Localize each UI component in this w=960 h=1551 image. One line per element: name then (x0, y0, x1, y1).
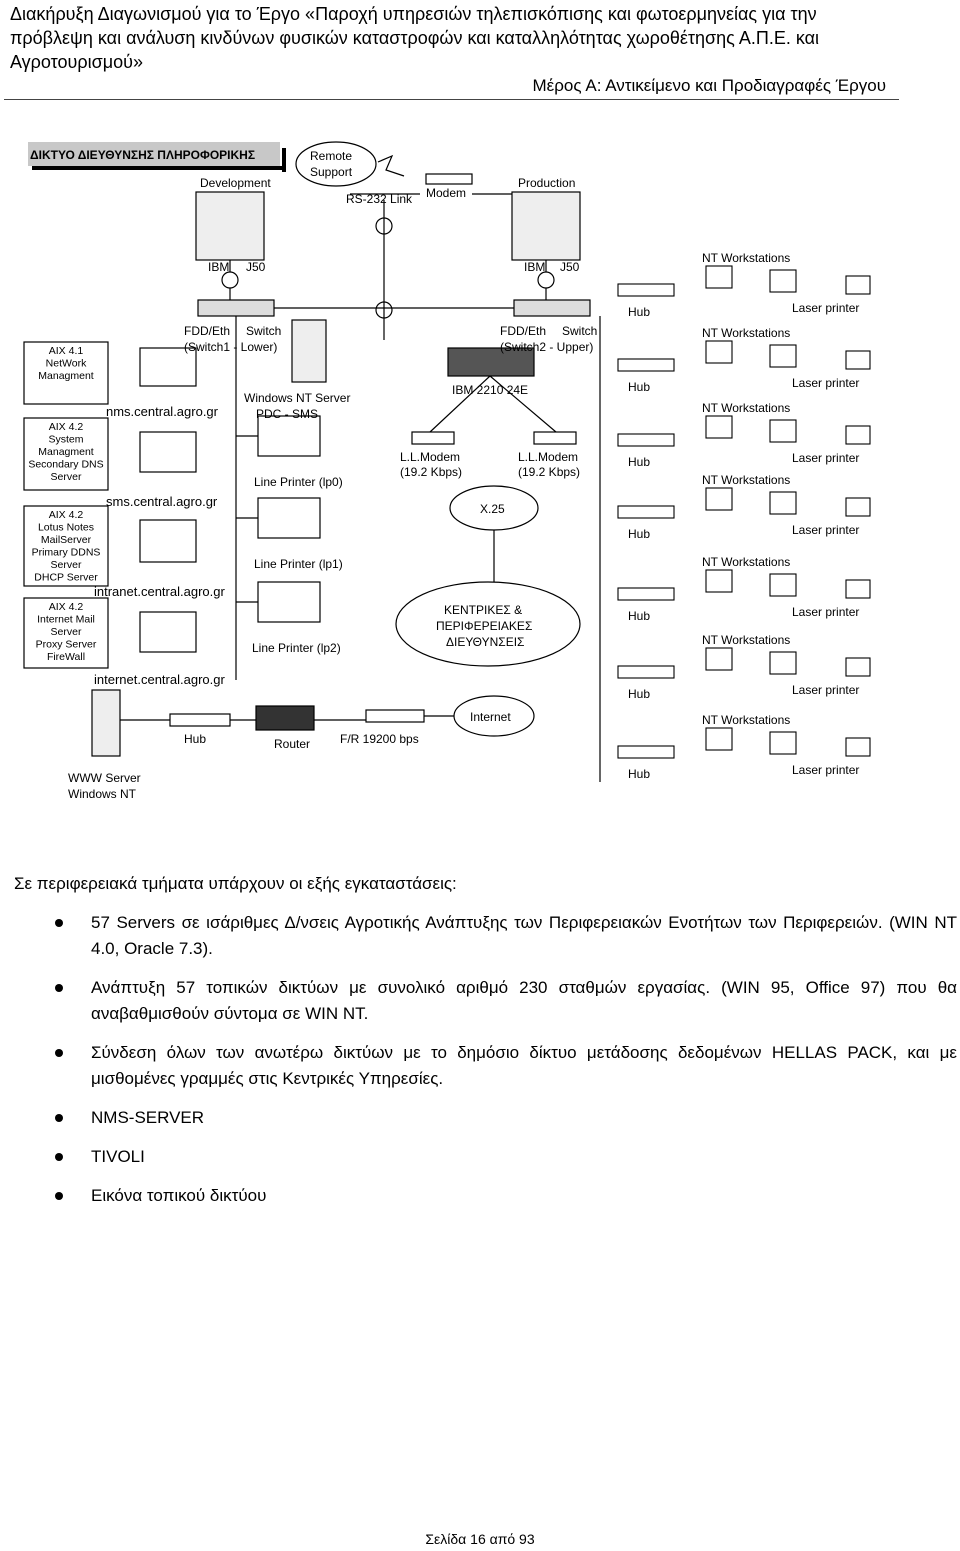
workstations-label: NT Workstations (702, 555, 790, 569)
ntserver-label-2: PDC - SMS (256, 407, 318, 421)
hub-label: Hub (628, 767, 650, 781)
list-item: Εικόνα τοπικού δικτύου (55, 1183, 957, 1209)
server-description-line: AIX 4.2 (49, 509, 84, 521)
hub-label: Hub (628, 305, 650, 319)
frame-relay-label: F/R 19200 bps (340, 732, 419, 746)
llmodem-left-label-2: (19.2 Kbps) (400, 465, 462, 479)
laser-printer-label: Laser printer (792, 451, 859, 465)
ibm-right-label: IBM (524, 260, 545, 274)
server-hostname: sms.central.agro.gr (106, 494, 218, 509)
list-item: NMS-SERVER (55, 1105, 957, 1131)
diagram-title: ΔΙΚΤΥΟ ΔΙΕΥΘΥΝΣΗΣ ΠΛΗΡΟΦΟΡΙΚΗΣ (30, 148, 255, 162)
production-label: Production (518, 176, 575, 190)
remote-support-label-1: Remote (310, 149, 352, 163)
list-item: TIVOLI (55, 1144, 957, 1170)
server-description-line: Proxy Server (36, 639, 97, 651)
llmodem-right-label-1: L.L.Modem (518, 450, 578, 464)
workstations-label: NT Workstations (702, 473, 790, 487)
x25-label: X.25 (480, 502, 505, 516)
laser-printer-label: Laser printer (792, 376, 859, 390)
workstations-label: NT Workstations (702, 326, 790, 340)
server-description-line: Lotus Notes (38, 522, 94, 534)
network-diagram: ΔΙΚΤΥΟ ΔΙΕΥΘΥΝΣΗΣ ΠΛΗΡΟΦΟΡΙΚΗΣ Remote Su… (23, 141, 871, 801)
server-description-line: AIX 4.1 (49, 345, 84, 357)
central-label-3: ΔΙΕΥΘΥΝΣΕΙΣ (446, 635, 524, 649)
switch1-label-c: (Switch1 - Lower) (184, 340, 277, 354)
server-description-line: AIX 4.2 (49, 421, 84, 433)
server-description-line: Managment (38, 370, 94, 382)
central-label-1: ΚΕΝΤΡΙΚΕΣ & (444, 603, 522, 617)
laser-printer-label: Laser printer (792, 523, 859, 537)
switch2-label-c: (Switch2 - Upper) (500, 340, 593, 354)
server-description-line: Primary DDNS (32, 547, 101, 559)
server-description-line: Managment (38, 446, 94, 458)
llmodem-left-label-1: L.L.Modem (400, 450, 460, 464)
ntserver-label-1: Windows NT Server (244, 391, 350, 405)
server-description-line: NetWork (46, 358, 87, 370)
llmodem-right-label-2: (19.2 Kbps) (518, 465, 580, 479)
hub-label: Hub (628, 687, 650, 701)
server-description-line: System (48, 434, 83, 446)
hub-label: Hub (628, 609, 650, 623)
central-label-2: ΠΕΡΙΦΕΡΕΙΑΚΕΣ (436, 619, 532, 633)
server-description-line: AIX 4.2 (49, 601, 84, 613)
server-description-line: FireWall (47, 651, 85, 663)
laser-printer-label: Laser printer (792, 301, 859, 315)
laser-printer-label: Laser printer (792, 683, 859, 697)
document-header-title: Διακήρυξη Διαγωνισμού για το Έργο «Παροχ… (10, 4, 820, 72)
workstations-label: NT Workstations (702, 713, 790, 727)
document-section-title: Μέρος Α: Αντικείμενο και Προδιαγραφές Έρ… (532, 76, 886, 95)
server-description-line: Internet Mail (37, 614, 95, 626)
switch2-label-b: Switch (562, 324, 597, 338)
server-description-line: Server (51, 626, 82, 638)
server-hostname: intranet.central.agro.gr (94, 584, 225, 599)
server-description-line: Server (51, 471, 82, 483)
list-item: Σύνδεση όλων των ανωτέρω δικτύων με το δ… (55, 1040, 957, 1092)
remote-support-label-2: Support (310, 165, 353, 179)
workstations-label: NT Workstations (702, 401, 790, 415)
workstations-label: NT Workstations (702, 633, 790, 647)
laser-printer-label: Laser printer (792, 763, 859, 777)
intro-text: Σε περιφερειακά τμήματα υπάρχουν οι εξής… (14, 874, 457, 893)
www-server-label-1: WWW Server (68, 771, 141, 785)
lp0-label: Line Printer (lp0) (254, 475, 343, 489)
server-hostname: internet.central.agro.gr (94, 672, 225, 687)
hub-label: Hub (628, 527, 650, 541)
bottom-hub-label: Hub (184, 732, 206, 746)
list-item: 57 Servers σε ισάριθμες Δ/νσεις Αγροτική… (55, 910, 957, 962)
hub-label: Hub (628, 455, 650, 469)
router-label: Router (274, 737, 310, 751)
bullet-list: 57 Servers σε ισάριθμες Δ/νσεις Αγροτική… (55, 910, 957, 1222)
header-divider (4, 99, 899, 100)
modem-label: Modem (426, 186, 466, 200)
workstations-label: NT Workstations (702, 251, 790, 265)
hub-label: Hub (628, 380, 650, 394)
server-description-line: Server (51, 559, 82, 571)
ibm-left-label: IBM (208, 260, 229, 274)
development-label: Development (200, 176, 271, 190)
lp1-label: Line Printer (lp1) (254, 557, 343, 571)
server-description-line: MailServer (41, 534, 92, 546)
lp2-label: Line Printer (lp2) (252, 641, 341, 655)
j50-right-label: J50 (560, 260, 580, 274)
switch1-label-b: Switch (246, 324, 281, 338)
ibm2210-label: IBM 2210 24E (452, 383, 528, 397)
server-description-line: Secondary DNS (28, 459, 103, 471)
switch2-label-a: FDD/Eth (500, 324, 546, 338)
internet-label: Internet (470, 710, 511, 724)
laser-printer-label: Laser printer (792, 605, 859, 619)
list-item: Ανάπτυξη 57 τοπικών δικτύων με συνολικό … (55, 975, 957, 1027)
server-description-line: DHCP Server (34, 572, 98, 584)
switch1-label-a: FDD/Eth (184, 324, 230, 338)
rs232-label: RS-232 Link (346, 192, 413, 206)
www-server-label-2: Windows NT (68, 787, 137, 801)
j50-left-label: J50 (246, 260, 266, 274)
server-hostname: nms.central.agro.gr (106, 404, 219, 419)
page-number: Σελίδα 16 από 93 (425, 1531, 535, 1547)
